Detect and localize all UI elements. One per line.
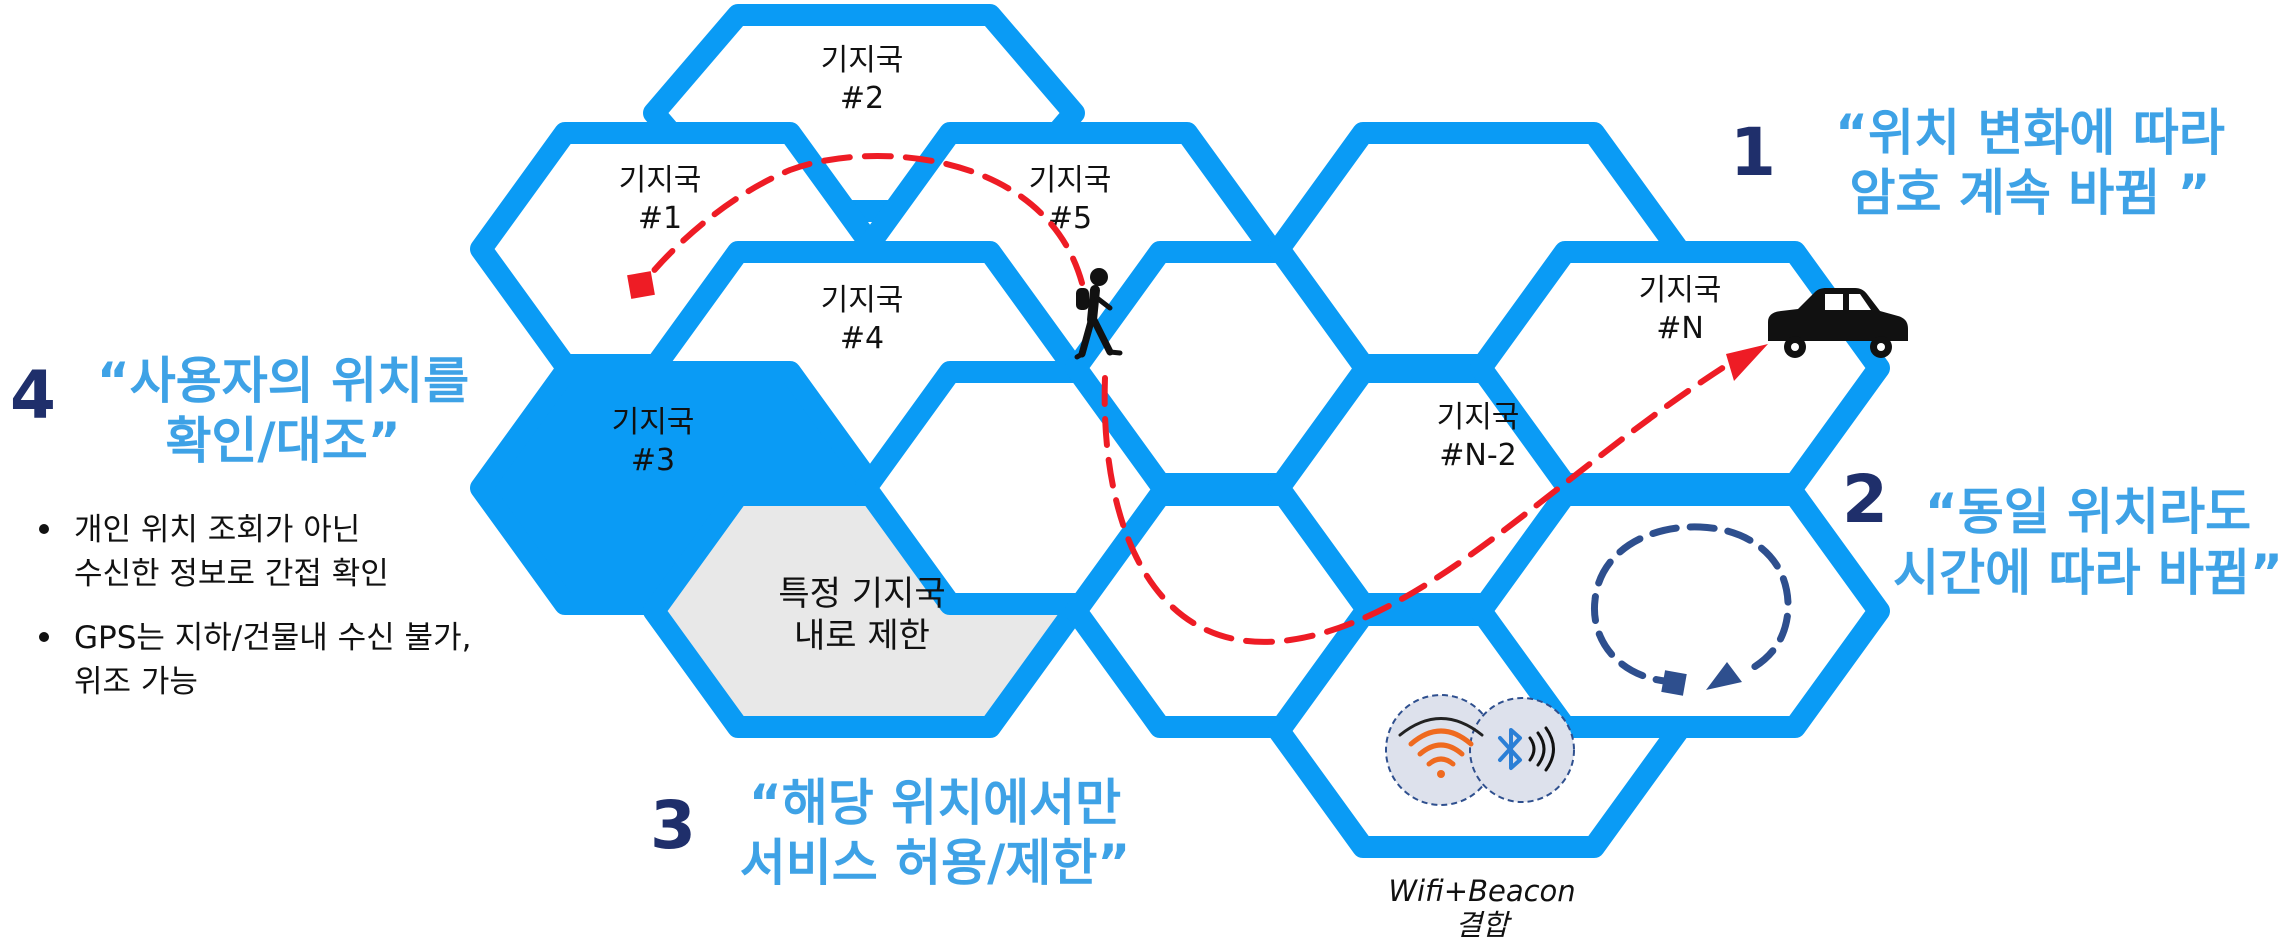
path-bs5-to-bs1 [647,153,1085,286]
bluetooth-icon [1498,726,1555,772]
bullet-dot [39,524,49,534]
walking-person-icon [1074,268,1123,360]
loop-start-marker [1661,670,1687,696]
label-bs4: 기지국#4 [821,283,904,356]
callout-4-number: 4 [10,357,56,434]
label-bs3: 기지국#3 [612,405,695,478]
callout-2-number: 2 [1842,461,1888,538]
path-end-arrow [1726,344,1768,381]
hex-grid [470,4,1890,858]
callout-3-number: 3 [650,787,696,864]
movement-path [647,153,1738,645]
bluetooth-circle [1469,697,1575,803]
label-bs2: 기지국#2 [821,43,904,116]
callout-1-number: 1 [1730,114,1776,191]
wifi-icon [1398,717,1484,778]
loop-end-arrow [1706,662,1742,690]
loop-arc [1590,523,1792,686]
time-loop [1590,523,1792,686]
label-bs5: 기지국#5 [1029,163,1112,236]
path-bs5-to-bsN [1101,357,1738,645]
bullet-item-2: GPS는 지하/건물내 수신 불가,위조 가능 [74,620,471,700]
wifi-beacon-group [1385,694,1575,806]
bullet-dot [39,632,49,642]
car-icon [1768,288,1908,358]
label-bsN2: 기지국#N-2 [1437,400,1520,473]
label-bs1: 기지국#1 [619,163,702,236]
path-start-marker [627,271,655,299]
label-bsN: 기지국#N [1639,273,1722,346]
